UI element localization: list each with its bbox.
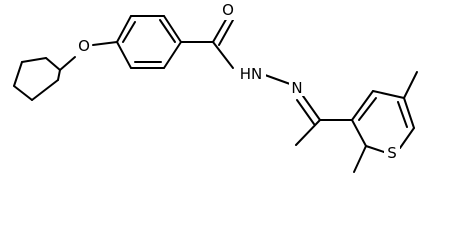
chemical-structure-diagram: O O HN N S [13,1,418,173]
bond-benzene-inner [122,21,136,43]
amide-nitrogen-label: HN [240,65,263,83]
bond-oxygen-aryl [92,41,118,46]
bond-cyclopentyl [45,57,61,71]
bond-benzene [116,41,132,69]
bond-methyl [295,119,321,146]
amide-nitrogen-atom: HN [236,65,266,83]
bond-thiophene [351,119,367,147]
bond-cyclopentyl [13,61,23,87]
bond-thiophene [351,90,374,121]
bond-cyclopentyl [21,57,47,63]
thiophene-sulfur-atom: S [384,144,400,162]
bond-cyclopentyl-oxygen [59,56,76,71]
carbonyl-oxygen-label: O [222,1,234,19]
bond-thiophene [365,145,385,153]
bond-benzene [163,41,182,69]
atom-label-layer: O O HN N S [76,1,400,162]
bond-benzene [116,15,132,43]
bond-cyclopentyl [31,79,59,101]
bond-thiophene [403,97,415,129]
bond-benzene-inner [159,19,176,43]
bond-carbonyl-nitrogen [212,41,234,69]
imine-nitrogen-label: N [291,79,302,97]
imine-nitrogen-atom: N [289,79,305,97]
thiophene-sulfur-label: S [387,144,397,162]
bond-thiophene-inner [397,101,408,128]
ether-oxygen-label: O [78,37,90,55]
ether-oxygen-atom: O [76,37,92,55]
bond-cyclopentyl [13,85,33,101]
bond-benzene [163,15,182,43]
bond-thiophene [399,127,415,149]
bond-nitrogen-nitrogen [264,74,291,85]
bond-imine-double [296,99,315,125]
bond-carbonyl-double [212,15,229,43]
bond-carbonyl-double [218,19,234,46]
carbonyl-oxygen-atom: O [220,1,236,20]
bond-layer [13,15,418,173]
bond-imine-double [302,95,321,121]
bond-cyclopentyl [57,69,61,81]
molecule-canvas: O O HN N S [13,1,418,173]
bond-thiophene [372,90,405,99]
bond-methyl [353,145,367,173]
bond-thiophene-inner [358,97,377,121]
bond-methyl [403,71,418,99]
